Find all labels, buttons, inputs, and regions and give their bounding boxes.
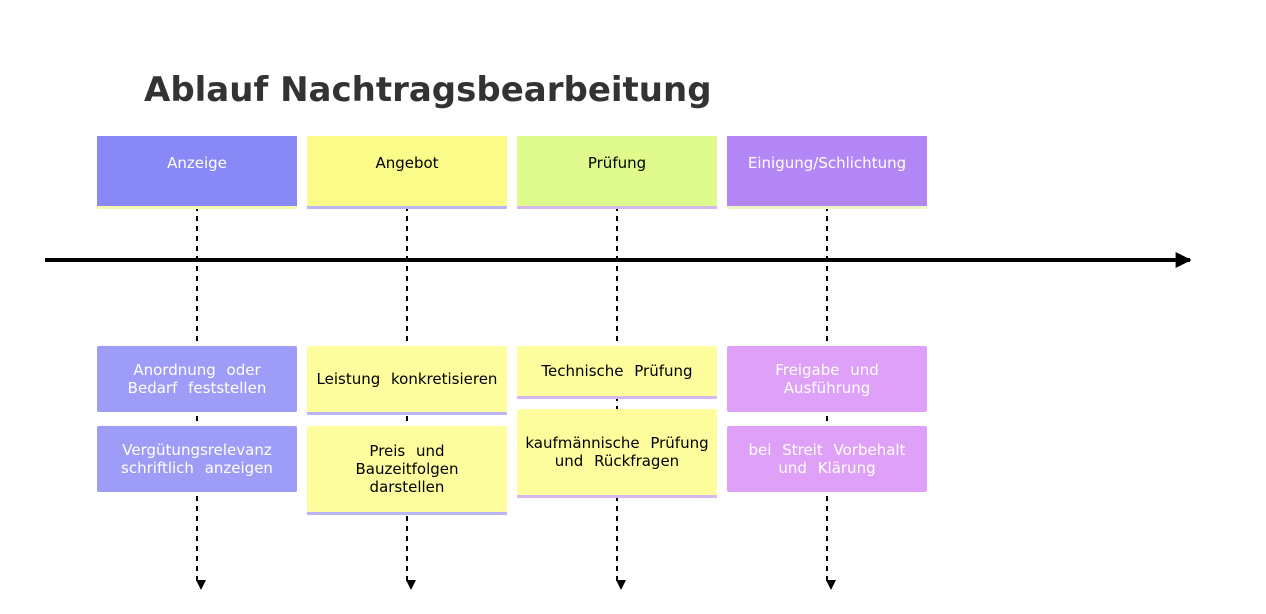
- page-title: Ablauf Nachtragsbearbeitung: [144, 70, 712, 110]
- event-box: Preis und Bauzeitfolgen darstellen: [307, 426, 507, 512]
- event-box-underline: [517, 495, 717, 498]
- event-box: Freigabe und Ausführung: [727, 346, 927, 412]
- section-header: Angebot: [307, 136, 507, 206]
- event-box: Anordnung oder Bedarf feststellen: [97, 346, 297, 412]
- section-header-underline: [97, 206, 297, 209]
- event-box: Vergütungsrelevanz schriftlich anzeigen: [97, 426, 297, 492]
- event-box-underline: [307, 512, 507, 515]
- section-header: Einigung/Schlichtung: [727, 136, 927, 206]
- section-header-underline: [727, 206, 927, 209]
- event-box: bei Streit Vorbehalt und Klärung: [727, 426, 927, 492]
- event-box: Technische Prüfung: [517, 346, 717, 396]
- event-box-underline: [517, 396, 717, 399]
- section-header-underline: [517, 206, 717, 209]
- event-box: Leistung konkretisieren: [307, 346, 507, 412]
- event-box: kaufmännische Prüfung und Rückfragen: [517, 409, 717, 495]
- section-header-underline: [307, 206, 507, 209]
- event-box-underline: [307, 412, 507, 415]
- section-header: Anzeige: [97, 136, 297, 206]
- section-header: Prüfung: [517, 136, 717, 206]
